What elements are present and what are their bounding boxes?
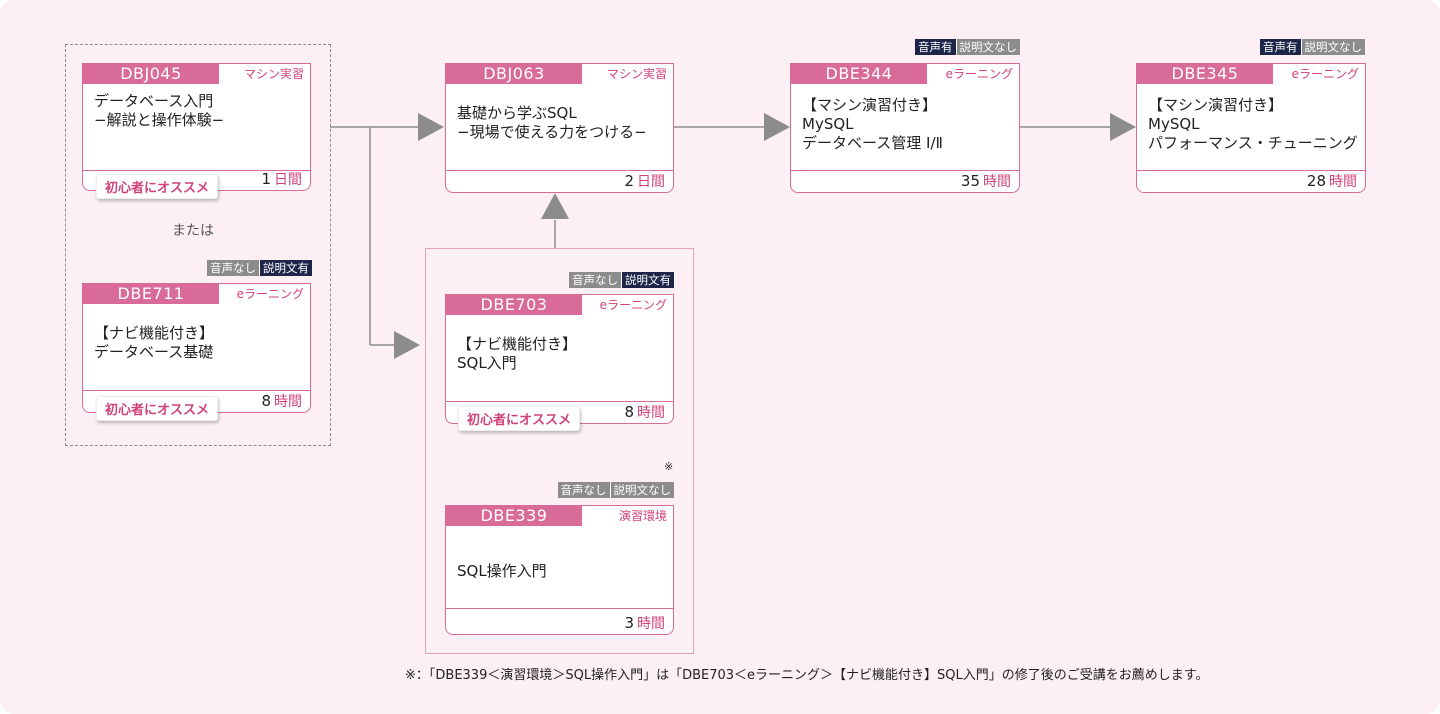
duration-value: 1 [261,170,271,188]
course-title: 基礎から学ぶSQL −現場で使える力をつける− [457,104,647,141]
course-type: マシン実習 [606,67,667,81]
footnote: ※：「DBE339＜演習環境＞SQL操作入門」は「DBE703＜eラーニング＞【… [405,668,1209,683]
duration-value: 3 [624,614,634,632]
duration-unit: 日間 [274,172,302,188]
audio-tag: 音声なし [569,272,621,288]
media-tags-dbe339: 音声なし 説明文なし [557,482,674,498]
beginner-badge: 初心者にオススメ [458,406,581,431]
or-label: または [172,223,214,239]
card-header: DBJ045 マシン実習 [83,64,310,84]
tag-separator [955,39,957,55]
footer-divider [83,390,310,391]
card-header: DBE339 演習環境 [446,506,673,526]
explanation-tag: 説明文有 [622,272,674,288]
explanation-tag: 説明文なし [956,39,1020,55]
audio-tag: 音声有 [1260,39,1301,55]
course-type: eラーニング [1291,67,1359,81]
course-title: データベース入門 −解説と操作体験− [94,92,225,129]
audio-tag: 音声なし [557,482,610,498]
course-type: eラーニング [945,67,1013,81]
footer-divider [83,170,310,171]
course-title: SQL操作入門 [457,562,547,580]
beginner-badge: 初心者にオススメ [96,174,219,199]
footer-divider [1137,170,1365,171]
tag-separator [609,482,611,498]
course-code: DBE339 [446,506,582,526]
course-title: 【ナビ機能付き】 SQL入門 [457,335,578,372]
arrow-to-dbe703 [394,331,420,359]
explanation-tag: 説明文なし [1301,39,1365,55]
course-type: マシン実習 [243,67,304,81]
course-title: 【マシン演習付き】 MySQL データベース管理 Ⅰ/Ⅱ [802,96,943,152]
alternatives-group [65,44,331,446]
course-type: eラーニング [236,287,304,301]
footer-divider [791,170,1019,171]
prerequisite-group [425,248,694,654]
arrow-to-dbe345 [1110,113,1136,141]
audio-tag: 音声有 [915,39,956,55]
course-code: DBJ045 [83,64,219,84]
course-code: DBE345 [1137,64,1273,84]
footer-divider [446,170,673,171]
media-tags-dbe344: 音声有 説明文なし [915,39,1020,55]
course-code: DBE711 [83,284,219,304]
course-type: 演習環境 [618,509,667,523]
tag-separator [621,272,622,288]
duration-value: 35 [960,172,980,190]
card-header: DBE703 eラーニング [446,295,673,315]
audio-tag: 音声なし [207,260,259,276]
course-code: DBE344 [791,64,927,84]
duration-value: 8 [624,403,634,421]
card-header: DBE344 eラーニング [791,64,1019,84]
media-tags-dbe703: 音声なし 説明文有 [569,272,674,288]
arrow-to-dbe344 [764,113,790,141]
card-header: DBE711 eラーニング [83,284,310,304]
media-tags-dbe345: 音声有 説明文なし [1260,39,1365,55]
explanation-tag: 説明文有 [260,260,312,276]
course-title: 【マシン演習付き】 MySQL パフォーマンス・チューニング [1148,96,1358,152]
duration-value: 2 [624,172,634,190]
course-card-dbe344[interactable]: DBE344 eラーニング 【マシン演習付き】 MySQL データベース管理 Ⅰ… [790,63,1020,193]
duration-value: 8 [261,392,271,410]
duration-unit: 時間 [637,616,665,632]
card-header: DBE345 eラーニング [1137,64,1365,84]
duration-unit: 時間 [1329,174,1357,190]
duration-value: 28 [1306,172,1326,190]
footer-divider [446,608,673,609]
course-card-dbe345[interactable]: DBE345 eラーニング 【マシン演習付き】 MySQL パフォーマンス・チュ… [1136,63,1366,193]
tag-separator [259,260,260,276]
note-mark: ※ [664,460,674,473]
tag-separator [1300,39,1302,55]
course-code: DBJ063 [446,64,582,84]
footer-divider [446,401,673,402]
course-type: eラーニング [599,298,667,312]
course-code: DBE703 [446,295,582,315]
arrow-to-dbj063 [418,113,444,141]
beginner-badge: 初心者にオススメ [96,396,219,421]
duration-unit: 日間 [637,174,665,190]
duration-unit: 時間 [274,394,302,410]
media-tags-dbe711: 音声なし 説明文有 [207,260,312,276]
duration-unit: 時間 [637,405,665,421]
course-title: 【ナビ機能付き】 データベース基礎 [94,324,215,361]
explanation-tag: 説明文なし [610,482,674,498]
duration-unit: 時間 [983,174,1011,190]
card-header: DBJ063 マシン実習 [446,64,673,84]
arrow-up-to-dbj063 [541,193,569,219]
